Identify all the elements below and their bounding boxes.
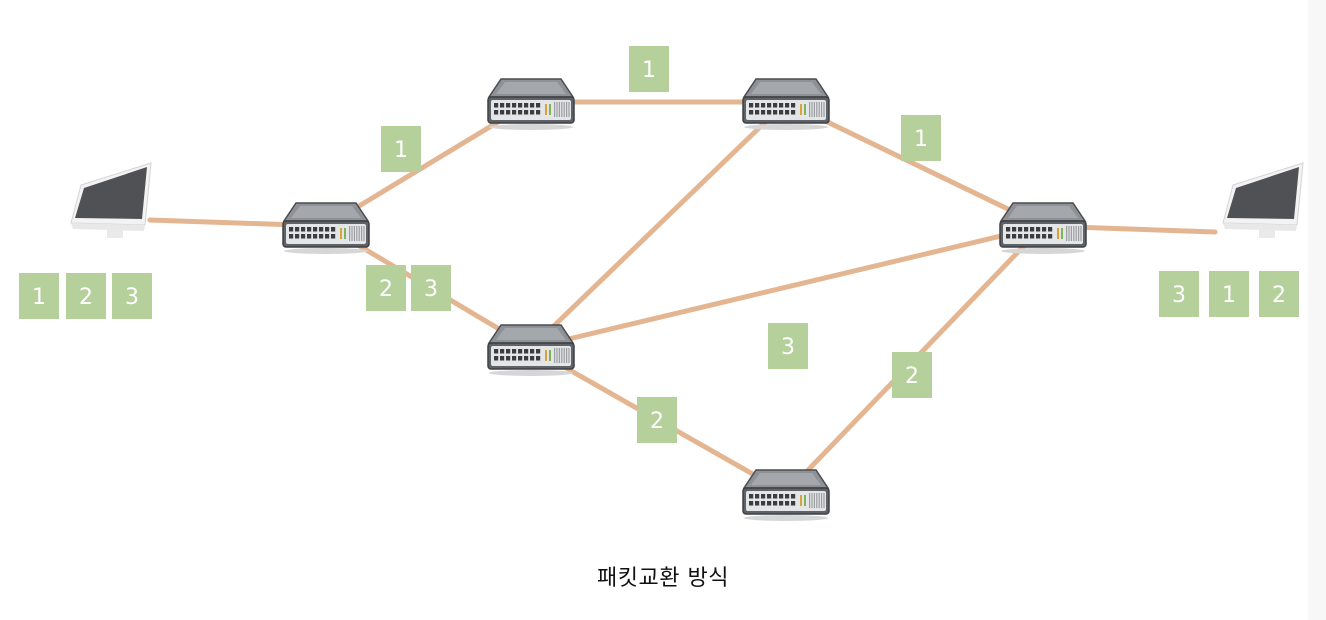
packet-number: 3 <box>424 277 438 302</box>
packet-number: 3 <box>781 335 795 360</box>
router-5-icon <box>999 202 1087 254</box>
packet-destination-queue-2: 1 <box>1209 271 1249 317</box>
packet-number: 1 <box>642 58 656 83</box>
packet-number: 1 <box>394 138 408 163</box>
packet-number: 2 <box>1272 283 1286 308</box>
packet-source-queue-2: 2 <box>66 273 106 319</box>
router-2-icon <box>487 78 575 130</box>
packet-r1-r4-2: 3 <box>411 265 451 311</box>
packet-number: 2 <box>379 277 393 302</box>
link-r4-r5 <box>528 223 1046 351</box>
packet-number: 1 <box>914 127 928 152</box>
packet-number: 3 <box>1172 283 1186 308</box>
packet-r2-r3-1: 1 <box>629 46 669 92</box>
router-3-icon <box>742 78 830 130</box>
packet-r1-r2-1: 1 <box>381 126 421 172</box>
packet-number: 2 <box>905 364 919 389</box>
destination-computer-icon <box>1222 162 1304 238</box>
packet-number: 1 <box>1222 283 1236 308</box>
packets-layer: 1 2 3 1 1 1 2 3 3 2 2 3 1 2 <box>19 46 1299 443</box>
packet-r6-r5-1: 2 <box>892 352 932 398</box>
router-1-icon <box>282 202 370 254</box>
packet-destination-queue-3: 2 <box>1259 271 1299 317</box>
right-edge-strip <box>1308 0 1326 620</box>
packet-r4-r5-1: 3 <box>768 323 808 369</box>
router-6-icon <box>742 469 830 521</box>
packet-number: 2 <box>650 409 664 434</box>
diagram-caption: 패킷교환 방식 <box>597 566 729 591</box>
link-r3-r4 <box>528 99 789 351</box>
packet-number: 2 <box>79 285 93 310</box>
packet-r3-r5-1: 1 <box>901 115 941 161</box>
router-4-icon <box>487 324 575 376</box>
packet-r4-r6-1: 2 <box>637 397 677 443</box>
packet-source-queue-3: 3 <box>112 273 152 319</box>
packet-number: 1 <box>32 285 46 310</box>
packet-switching-diagram: 1 2 3 1 1 1 2 3 3 2 2 3 1 2 <box>19 46 1304 521</box>
links-layer <box>147 99 1218 496</box>
packet-destination-queue-1: 3 <box>1159 271 1199 317</box>
packet-r1-r4-1: 2 <box>366 265 406 311</box>
nodes-layer <box>70 78 1304 521</box>
source-computer-icon <box>70 162 152 238</box>
packet-source-queue-1: 1 <box>19 273 59 319</box>
packet-number: 3 <box>125 285 139 310</box>
